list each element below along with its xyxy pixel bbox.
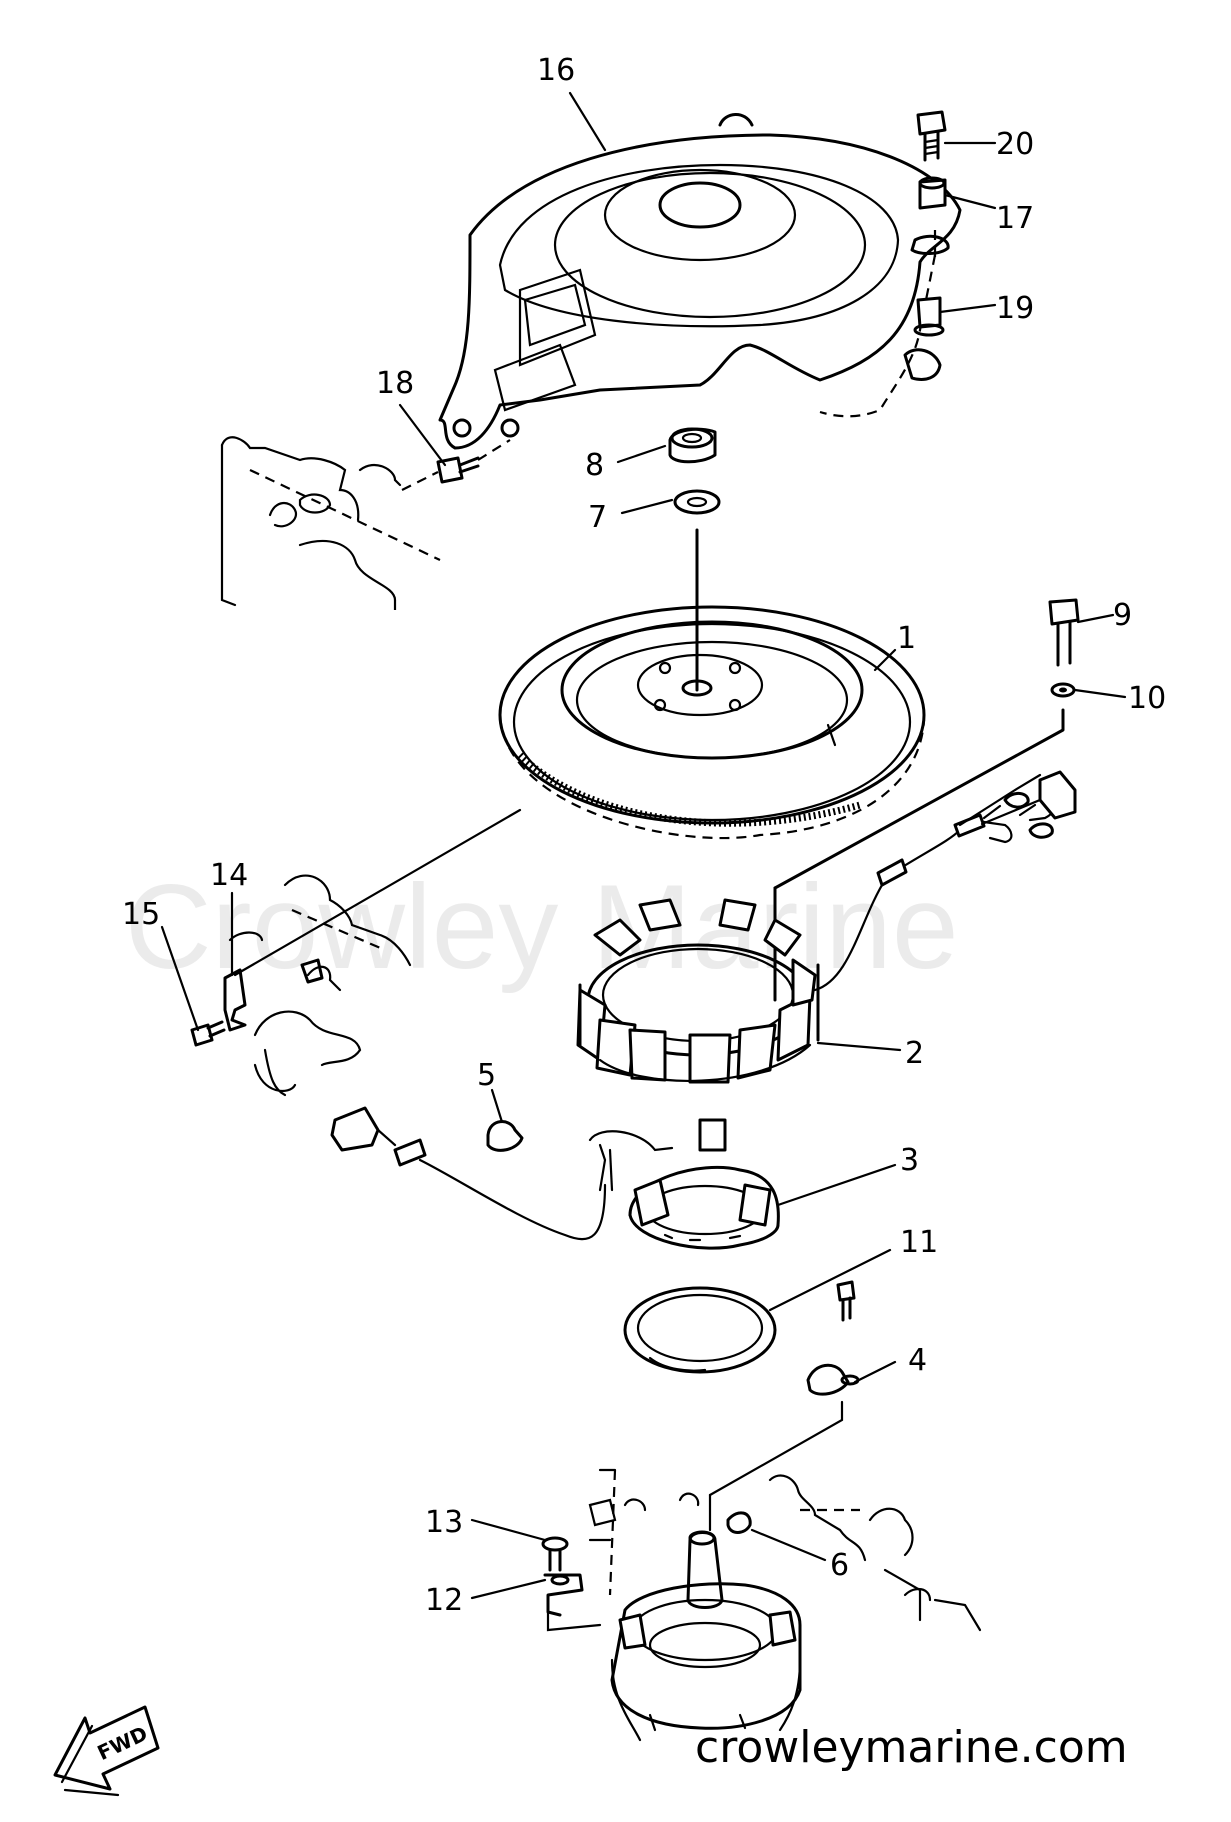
- part-13-screw: [541, 1536, 569, 1572]
- callout-7: 7: [588, 500, 607, 535]
- callout-17: 17: [996, 201, 1034, 236]
- part-1-flywheel: [498, 605, 926, 840]
- part-4-clamp: [806, 1280, 860, 1396]
- callout-15: 15: [122, 897, 160, 932]
- callout-14: 14: [210, 858, 248, 893]
- base-plate: [610, 1530, 802, 1742]
- website-url: crowleymarine.com: [695, 1722, 1128, 1773]
- watermark-text: Crowley Marine: [125, 860, 959, 994]
- callout-18: 18: [376, 366, 414, 401]
- part-9-bolt: [1048, 598, 1080, 667]
- callout-3: 3: [900, 1143, 919, 1178]
- callout-20: 20: [996, 127, 1034, 162]
- callout-10: 10: [1128, 681, 1166, 716]
- callout-8: 8: [585, 448, 604, 483]
- callout-11: 11: [900, 1225, 938, 1260]
- callout-6: 6: [830, 1548, 849, 1583]
- part-17-collar: [918, 176, 947, 210]
- part-5-clamp: [486, 1120, 524, 1152]
- callout-labels: 16 20 17 19 18 8 7 1 9 10 14 15 2 5 3 11…: [122, 53, 1166, 1618]
- part-10-washer: [1050, 682, 1076, 698]
- part-14-bracket: [223, 968, 247, 1032]
- callout-16: 16: [537, 53, 575, 88]
- part-2-stator: [576, 898, 820, 1084]
- callout-2: 2: [905, 1036, 924, 1071]
- fwd-arrow-icon: FWD: [53, 1705, 160, 1797]
- part-20-bolt: [916, 110, 947, 162]
- callout-13: 13: [425, 1505, 463, 1540]
- part-3-pulser-coil: [588, 1118, 780, 1250]
- part-18-bolt: [401, 439, 511, 491]
- callout-9: 9: [1113, 598, 1132, 633]
- part-12-clip: [543, 1573, 584, 1617]
- leader-lines: [160, 91, 1127, 1600]
- callout-5: 5: [477, 1058, 496, 1093]
- callout-1: 1: [897, 621, 916, 656]
- part-19-grommet: [913, 296, 945, 337]
- part-16-flywheel-cover: [438, 113, 962, 450]
- callout-12: 12: [425, 1583, 463, 1618]
- callout-19: 19: [996, 291, 1034, 326]
- callout-4: 4: [908, 1343, 927, 1378]
- part-6-key: [726, 1511, 752, 1534]
- part-11-ring: [623, 1286, 777, 1374]
- part-8-nut: [668, 427, 717, 464]
- part-7-washer: [673, 489, 721, 515]
